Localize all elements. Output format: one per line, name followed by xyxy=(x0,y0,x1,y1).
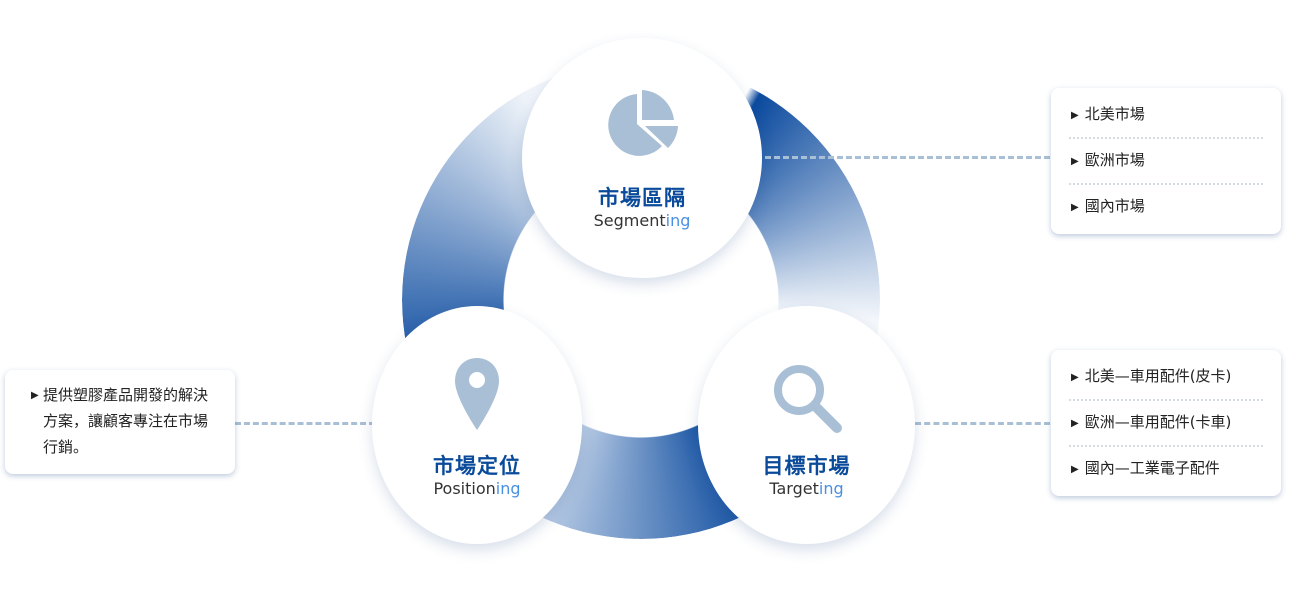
map-pin-icon xyxy=(455,358,499,430)
segmenting-title: 市場區隔 xyxy=(598,186,686,210)
connector-positioning xyxy=(235,422,375,425)
positioning-box: ▶ 提供塑膠產品開發的解決方案，讓顧客專注在市場行銷。 xyxy=(5,370,235,474)
list-item: ▶北美—車用配件(皮卡) xyxy=(1071,367,1232,385)
connector-targeting xyxy=(915,422,1050,425)
targeting-list: ▶北美—車用配件(皮卡) ▶歐洲—車用配件(卡車) ▶國內—工業電子配件 xyxy=(1051,350,1281,496)
connector-segmenting xyxy=(765,156,1050,159)
list-item: ▶歐洲—車用配件(卡車) xyxy=(1069,399,1263,445)
bullet-icon: ▶ xyxy=(31,390,39,401)
segmenting-subtitle: Segmenting xyxy=(593,211,691,230)
targeting-subtitle: Targeting xyxy=(769,479,844,498)
targeting-title: 目標市場 xyxy=(762,454,851,478)
list-item: ▶北美市場 xyxy=(1071,105,1145,123)
list-item: ▶國內市場 xyxy=(1069,183,1263,229)
positioning-text: 提供塑膠產品開發的解決方案，讓顧客專注在市場行銷。 xyxy=(43,386,209,456)
search-icon xyxy=(773,365,842,433)
positioning-subtitle: Positioning xyxy=(433,479,521,498)
positioning-title: 市場定位 xyxy=(433,454,521,478)
segmenting-circle: 市場區隔 Segmenting xyxy=(522,38,762,278)
list-item: ▶國內—工業電子配件 xyxy=(1069,445,1263,491)
list-item: ▶歐洲市場 xyxy=(1069,137,1263,183)
positioning-circle: 市場定位 Positioning xyxy=(372,306,582,544)
targeting-circle: 目標市場 Targeting xyxy=(698,306,915,544)
pie-chart-icon xyxy=(608,90,678,156)
segmenting-list: ▶北美市場 ▶歐洲市場 ▶國內市場 xyxy=(1051,88,1281,234)
